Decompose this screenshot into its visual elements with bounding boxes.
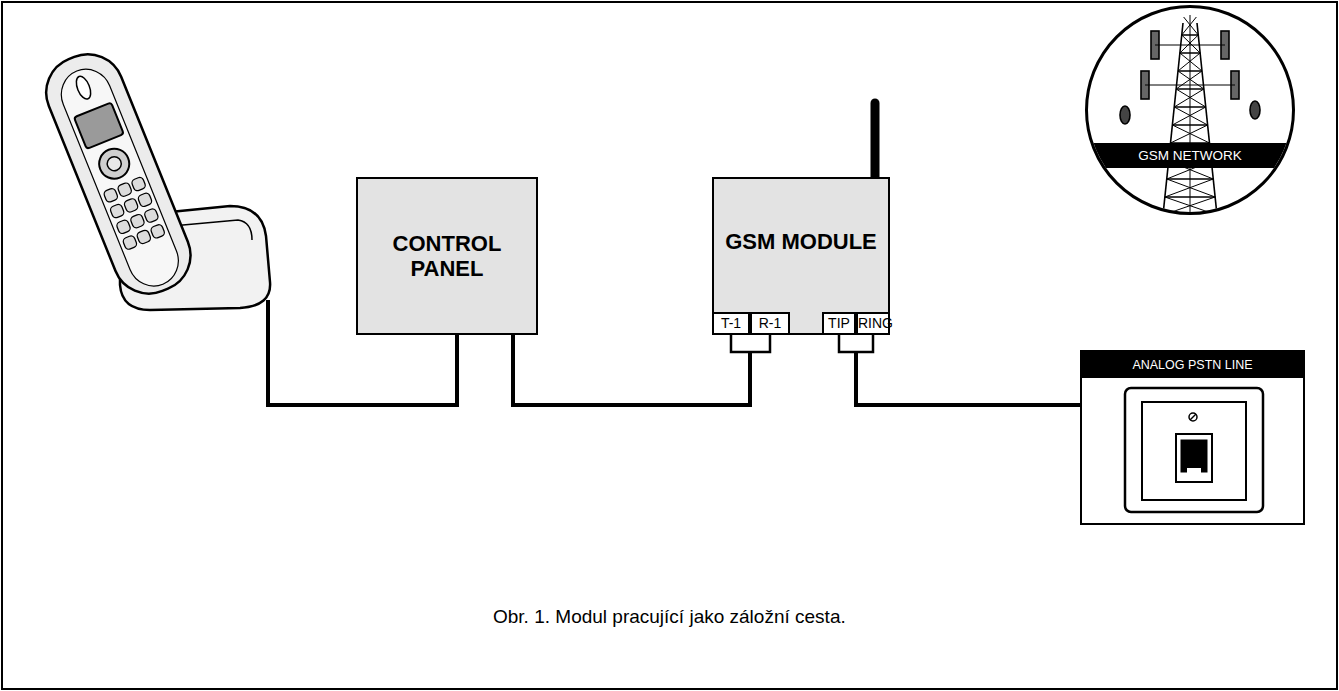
pin-name: R-1 bbox=[750, 312, 790, 335]
pstn-line-box: ANALOG PSTN LINE bbox=[1080, 350, 1305, 525]
node-label: GSM MODULE bbox=[725, 229, 877, 254]
node-label: CONTROL PANEL bbox=[366, 231, 528, 282]
connector-bracket bbox=[731, 335, 770, 352]
control-panel-box: CONTROL PANEL bbox=[356, 177, 538, 335]
figure-caption: Obr. 1. Modul pracující jako záložní ces… bbox=[493, 606, 846, 628]
node-label: ANALOG PSTN LINE bbox=[1082, 352, 1303, 378]
gsm-network-circle: GSM NETWORK bbox=[1085, 5, 1295, 215]
pin-name: RING bbox=[856, 312, 890, 335]
tower-illustration bbox=[1085, 5, 1295, 215]
phone-illustration bbox=[35, 43, 270, 310]
wire bbox=[856, 352, 1080, 405]
node-label: GSM NETWORK bbox=[1088, 143, 1292, 168]
antenna bbox=[871, 103, 880, 177]
pin-name: TIP bbox=[822, 312, 856, 335]
wire bbox=[513, 335, 750, 405]
connector-bracket bbox=[839, 335, 873, 352]
pin-name: T-1 bbox=[712, 312, 750, 335]
